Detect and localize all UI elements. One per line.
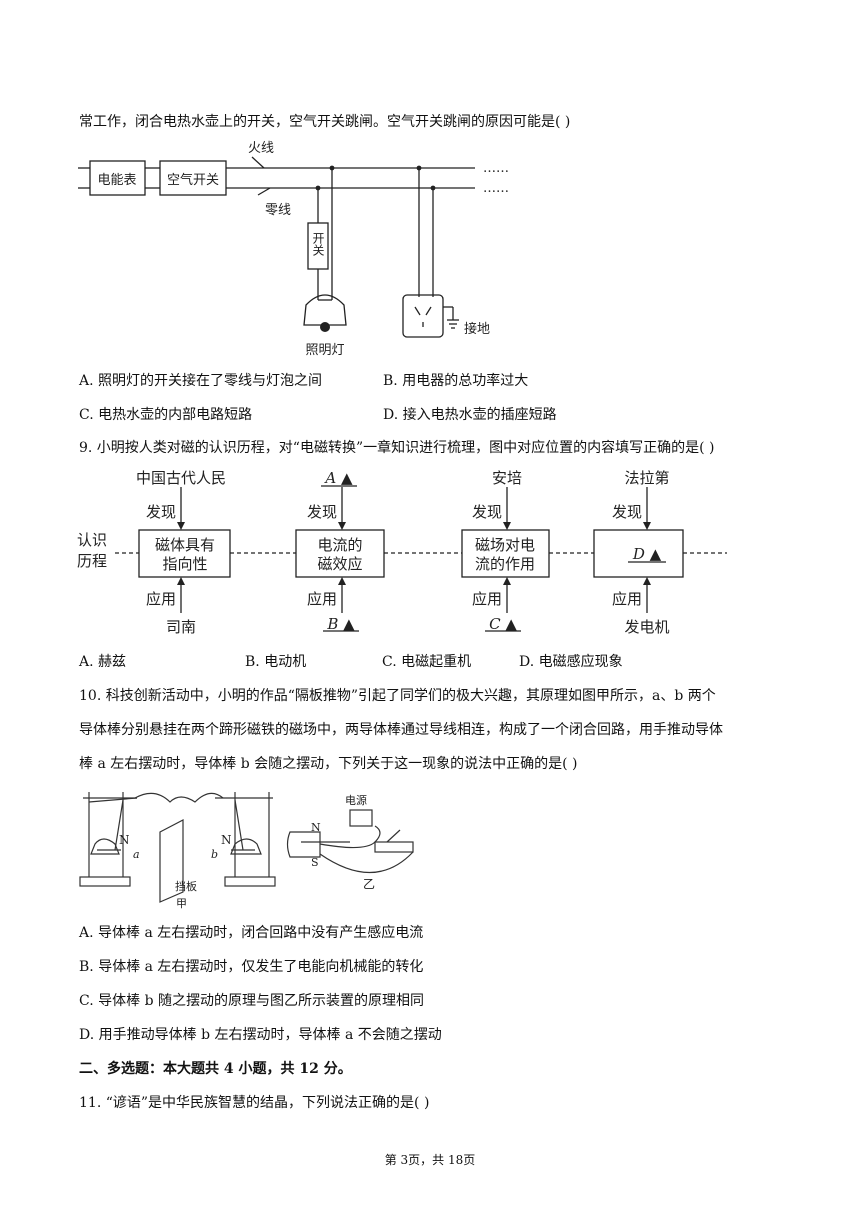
q10-apparatus-figure: N N a b 挡板 甲 电源 N S 乙 [79,792,414,910]
lamp-label: 照明灯 [305,343,344,358]
breaker-label: 空气开关 [167,172,219,188]
box4-text: D ▲ [632,545,662,563]
power-label: 电源 [345,793,367,807]
n-right: N [221,833,232,847]
q8-option-b: B. 用电器的总功率过大 [383,373,529,389]
top-4: 法拉第 [624,469,669,487]
q9-option-d: D. 电磁感应现象 [519,654,623,670]
box1-line2: 指向性 [162,555,207,573]
fig-jia-label: 甲 [176,897,187,910]
q8-option-d: D. 接入电热水壶的插座短路 [383,407,557,423]
q10-option-a: A. 导体棒 a 左右摆动时，闭合回路中没有产生感应电流 [79,925,424,941]
q9-option-b: B. 电动机 [245,654,307,670]
q10-option-b: B. 导体棒 a 左右摆动时，仅发生了电能向机械能的转化 [79,959,424,975]
neutral-wire-label: 零线 [265,203,291,218]
q8-circuit-figure: 电能表 空气开关 火线 零线 …… …… 开关 照明灯 接地 [78,141,509,358]
bottom-1: 司南 [166,618,196,636]
q8-option-a: A. 照明灯的开关接在了零线与灯泡之间 [79,373,323,389]
s-yi: S [311,856,319,869]
apply-4: 应用 [612,590,642,608]
q9-option-c: C. 电磁起重机 [382,654,472,670]
bottom-4: 发电机 [624,618,669,636]
page-footer: 第 3页，共 18页 [384,1153,476,1167]
side-label-1: 认识 [77,531,107,549]
box1-line1: 磁体具有 [155,536,215,554]
fig-yi-label: 乙 [363,877,375,891]
bottom-3: C ▲ [489,615,517,633]
live-wire-label: 火线 [248,141,274,156]
discover-4: 发现 [612,503,642,521]
q10-stem-line3: 棒 a 左右摆动时，导体棒 b 会随之摆动，下列关于这一现象的说法中正确的是( … [79,756,578,772]
meter-label: 电能表 [97,173,136,188]
box2-line1: 电流的 [317,536,362,554]
apply-3: 应用 [472,590,502,608]
apply-1: 应用 [146,590,176,608]
neutral-wire-dots: …… [483,181,509,196]
q9-stem: 9. 小明按人类对磁的认识历程，对“电磁转换”一章知识进行梳理，图中对应位置的内… [79,440,715,456]
box2-line2: 磁效应 [317,555,362,573]
box3-line2: 流的作用 [475,555,535,573]
rod-b: b [211,848,218,861]
rod-a: a [133,848,140,861]
box3-line1: 磁场对电 [475,536,535,554]
top-1: 中国古代人民 [136,469,226,487]
q10-stem-line1: 10. 科技创新活动中，小明的作品“隔板推物”引起了同学们的极大兴趣，其原理如图… [79,688,716,704]
top-3: 安培 [492,469,522,487]
n-yi: N [311,821,321,834]
baffle-label: 挡板 [175,879,197,893]
n-left: N [119,833,130,847]
live-wire-dots: …… [483,161,509,176]
discover-2: 发现 [307,503,337,521]
apply-2: 应用 [307,590,337,608]
q8-intro: 常工作，闭合电热水壶上的开关，空气开关跳闸。空气开关跳闸的原因可能是( ) [79,114,571,130]
section-heading: 二、多选题：本大题共 4 小题，共 12 分。 [79,1061,352,1077]
q10-option-d: D. 用手推动导体棒 b 左右摆动时，导体棒 a 不会随之摆动 [79,1027,442,1043]
q10-stem-line2: 导体棒分别悬挂在两个蹄形磁铁的磁场中，两导体棒通过导线相连，构成了一个闭合回路，… [79,722,723,738]
top-2: A ▲ [323,469,353,487]
q8-option-c: C. 电热水壶的内部电路短路 [79,407,253,423]
discover-3: 发现 [472,503,502,521]
q9-option-a: A. 赫兹 [79,654,127,670]
q9-history-figure: 认识 历程 中国古代人民 A ▲ 安培 法拉第 发现 发现 发现 发现 磁体具有… [77,469,727,636]
discover-1: 发现 [146,503,176,521]
side-label-2: 历程 [77,552,107,570]
q10-option-c: C. 导体棒 b 随之摆动的原理与图乙所示装置的原理相同 [79,993,424,1009]
bottom-2: B ▲ [326,615,355,633]
switch-label: 开关 [311,232,325,256]
ground-label: 接地 [464,321,490,337]
q11-stem: 11. “谚语”是中华民族智慧的结晶，下列说法正确的是( ) [79,1095,430,1111]
